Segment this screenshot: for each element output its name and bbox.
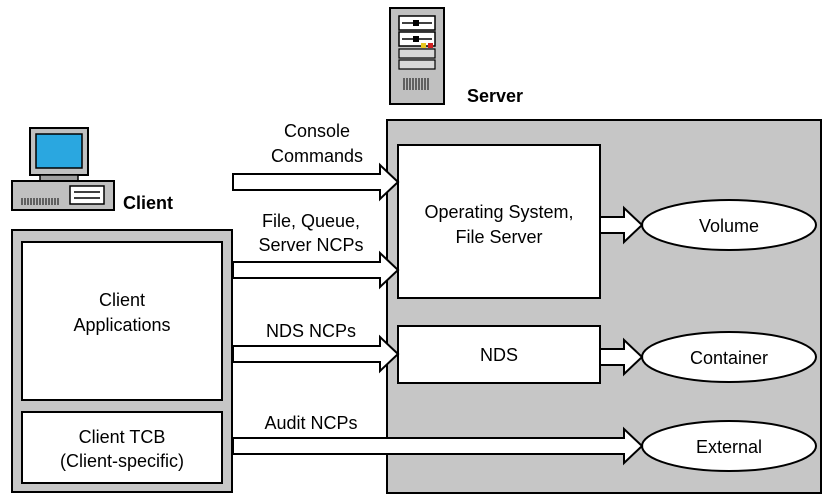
file-queue-label-line1: File, Queue, bbox=[262, 211, 360, 231]
client-computer-icon bbox=[11, 127, 115, 211]
console-commands-arrow bbox=[232, 162, 400, 202]
client-applications-box bbox=[21, 241, 223, 401]
nds-ncps-arrow bbox=[232, 334, 400, 374]
os-to-volume-arrow bbox=[599, 205, 644, 245]
client-tcb-label-line1: Client TCB bbox=[79, 427, 166, 447]
server-title: Server bbox=[467, 86, 523, 106]
console-commands-label-line1: Console bbox=[284, 121, 350, 141]
audit-ncps-label: Audit NCPs bbox=[264, 413, 357, 433]
os-file-server-box bbox=[397, 144, 601, 299]
nds-to-container-arrow bbox=[599, 337, 644, 377]
file-queue-label-line2: Server NCPs bbox=[258, 235, 363, 255]
client-tcb-box bbox=[21, 411, 223, 484]
os-box-label-line2: File Server bbox=[455, 227, 542, 247]
server-tower-icon bbox=[389, 7, 445, 105]
file-queue-ncps-arrow bbox=[232, 250, 400, 290]
client-applications-label-line1: Client bbox=[99, 290, 145, 310]
volume-label: Volume bbox=[699, 216, 759, 236]
client-tcb-label-line2: (Client-specific) bbox=[60, 451, 184, 471]
nds-ncps-label: NDS NCPs bbox=[266, 321, 356, 341]
os-box-label-line1: Operating System, bbox=[424, 202, 573, 222]
container-label: Container bbox=[690, 348, 768, 368]
nds-box bbox=[397, 325, 601, 384]
external-label: External bbox=[696, 437, 762, 457]
nds-box-label: NDS bbox=[480, 345, 518, 365]
client-applications-label-line2: Applications bbox=[73, 315, 170, 335]
audit-ncps-arrow bbox=[232, 426, 644, 466]
console-commands-label-line2: Commands bbox=[271, 146, 363, 166]
client-title: Client bbox=[123, 193, 173, 213]
